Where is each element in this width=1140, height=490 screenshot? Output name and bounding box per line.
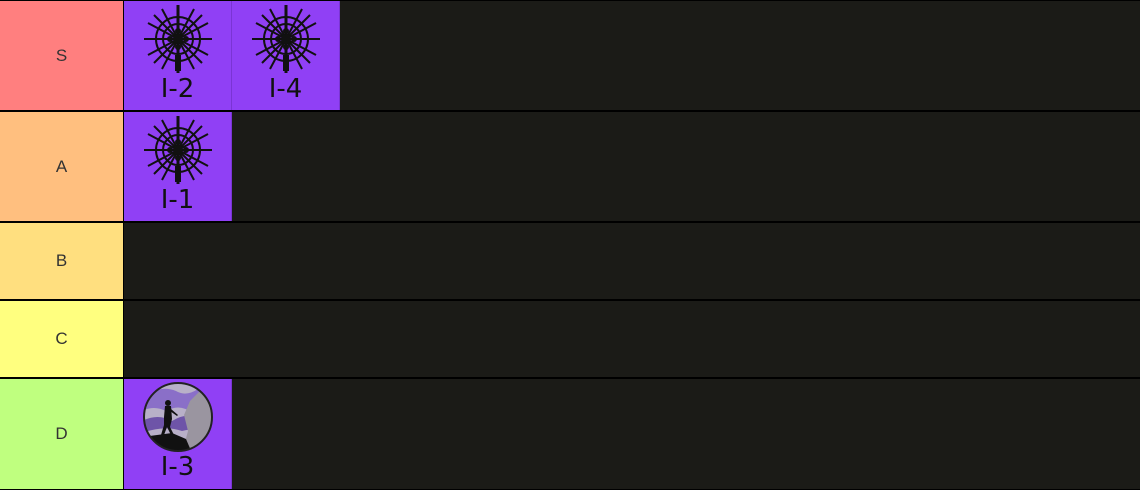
item-label: I-3 <box>160 452 195 482</box>
tier-items-b[interactable] <box>124 223 1140 299</box>
tier-item-i-3[interactable]: I-3 <box>124 379 232 489</box>
tier-label-a[interactable]: A <box>0 112 124 221</box>
tier-row-d: D <box>0 379 1140 489</box>
item-label: I-4 <box>268 74 303 104</box>
tier-row-s: S <box>0 1 1140 110</box>
tier-label-c[interactable]: C <box>0 301 124 377</box>
compass-rose-emblem-icon <box>143 5 212 73</box>
tier-items-s[interactable]: I-2 <box>124 1 1140 110</box>
tier-row-a: A <box>0 112 1140 221</box>
compass-rose-emblem-icon <box>143 116 212 184</box>
tier-label-b[interactable]: B <box>0 223 124 299</box>
tier-label-s[interactable]: S <box>0 1 124 110</box>
tier-items-c[interactable] <box>124 301 1140 377</box>
hiker-on-cliff-moon-icon <box>142 382 213 452</box>
tier-label-d[interactable]: D <box>0 379 124 489</box>
tier-items-a[interactable]: I-1 <box>124 112 1140 221</box>
compass-rose-emblem-icon <box>251 5 320 73</box>
tier-item-i-2[interactable]: I-2 <box>124 1 232 110</box>
tier-row-b: B <box>0 223 1140 299</box>
tier-item-i-4[interactable]: I-4 <box>232 1 340 110</box>
tier-items-d[interactable]: I-3 <box>124 379 1140 489</box>
item-label: I-1 <box>160 185 195 215</box>
tier-row-c: C <box>0 301 1140 377</box>
item-label: I-2 <box>160 74 195 104</box>
tier-item-i-1[interactable]: I-1 <box>124 112 232 221</box>
